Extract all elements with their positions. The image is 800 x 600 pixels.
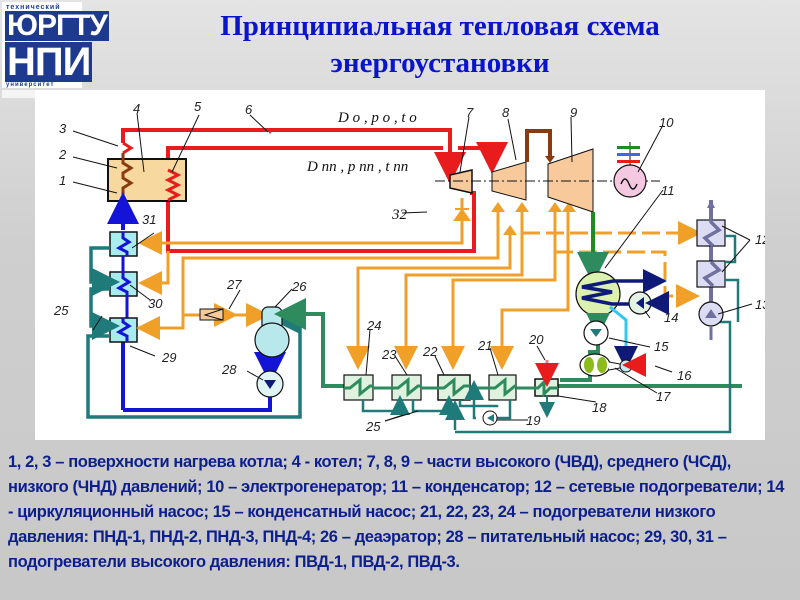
hp-heater-29 <box>109 317 138 343</box>
label-3: 3 <box>59 121 67 136</box>
drain-pump-19 <box>482 410 498 426</box>
ejector-17 <box>579 353 646 377</box>
condenser-11 <box>575 269 667 317</box>
label-1: 1 <box>59 173 66 188</box>
surface-1-2-coil <box>121 153 134 200</box>
leader-lines <box>72 112 753 422</box>
label-27: 27 <box>226 277 242 292</box>
deaerator-26 <box>254 306 290 358</box>
check-valves <box>453 202 576 235</box>
label-23: 23 <box>381 347 397 362</box>
label-4: 4 <box>133 101 140 116</box>
label-21: 21 <box>477 338 492 353</box>
ejector-cooler-18 <box>516 378 559 398</box>
label-10: 10 <box>659 115 674 130</box>
label-6: 6 <box>245 102 253 117</box>
hp-heater-31 <box>109 231 138 257</box>
network-pump-13 <box>698 301 724 340</box>
lp-heater-23 <box>373 374 422 401</box>
lp-heater-24 <box>343 374 374 401</box>
feedwater-line <box>107 192 286 412</box>
scheme-svg: 3 2 1 4 5 6 7 8 9 10 11 12 13 14 15 16 1… <box>53 99 765 434</box>
feed-pump-28 <box>256 370 284 398</box>
label-8: 8 <box>502 105 510 120</box>
label-5: 5 <box>194 99 202 114</box>
check-valve <box>515 202 529 212</box>
check-valve <box>503 225 517 235</box>
generator-10 <box>613 142 647 198</box>
slide-title: Принципиальная тепловая схема энергоуста… <box>100 8 780 82</box>
circulating-pump-14 <box>628 291 669 315</box>
logo-bottom-text: университет <box>6 82 55 88</box>
flow-arrow-6 <box>266 128 274 134</box>
check-valve-32 <box>453 208 471 221</box>
label-9: 9 <box>570 105 577 120</box>
reheat-steam-label: D пп , p пп , t пп <box>306 159 408 175</box>
label-28: 28 <box>221 362 237 377</box>
label-20: 20 <box>528 332 544 347</box>
label-13: 13 <box>755 297 765 312</box>
lp-heater-21 <box>470 374 517 401</box>
label-17: 17 <box>656 389 671 404</box>
condensate-pump-15 <box>583 320 609 346</box>
label-26: 26 <box>291 279 307 294</box>
main-steam-label: D о , p о , t о <box>337 110 417 126</box>
crossover-pipe <box>525 129 552 162</box>
lph-drain-lines <box>361 320 732 434</box>
component-labels: 3 2 1 4 5 6 7 8 9 10 11 12 13 14 15 16 1… <box>53 99 765 434</box>
logo-line2: НПИ <box>5 40 93 84</box>
label-29: 29 <box>161 350 176 365</box>
hp-heater-30 <box>109 256 138 320</box>
label-12: 12 <box>755 232 765 247</box>
cooling-water-out <box>609 305 638 370</box>
surface-3-coil <box>122 141 134 155</box>
surface-5-coil <box>164 168 182 202</box>
label-25-left: 25 <box>53 303 69 318</box>
lp-heater-22 <box>421 374 471 401</box>
check-valve <box>491 202 505 212</box>
label-7: 7 <box>466 105 474 120</box>
label-25-bottom: 25 <box>365 419 381 434</box>
logo-top-text: технический <box>6 4 61 11</box>
label-11: 11 <box>661 183 675 198</box>
crossover-arrow <box>545 156 555 163</box>
label-24: 24 <box>366 318 381 333</box>
logo-stripe <box>2 90 36 98</box>
legend-text: 1, 2, 3 – поверхности нагрева котла; 4 -… <box>8 453 784 571</box>
title-line1: Принципиальная тепловая схема <box>220 10 660 42</box>
label-14: 14 <box>664 310 678 325</box>
thermal-scheme-diagram: 3 2 1 4 5 6 7 8 9 10 11 12 13 14 15 16 1… <box>35 90 765 440</box>
label-30: 30 <box>148 296 163 311</box>
label-2: 2 <box>58 147 67 162</box>
label-31: 31 <box>142 212 156 227</box>
label-15: 15 <box>654 339 669 354</box>
logo-line1: ЮРГТУ <box>5 9 109 42</box>
label-32: 32 <box>391 207 408 223</box>
label-22: 22 <box>422 344 438 359</box>
label-18: 18 <box>592 400 607 415</box>
reducer-27 <box>199 308 224 321</box>
label-16: 16 <box>677 368 692 383</box>
check-valve <box>562 202 576 212</box>
check-valve <box>548 202 562 212</box>
university-logo: технический ЮРГТУ НПИ университет <box>2 2 109 88</box>
label-19: 19 <box>526 413 540 428</box>
title-line2: энергоустановки <box>330 47 550 79</box>
